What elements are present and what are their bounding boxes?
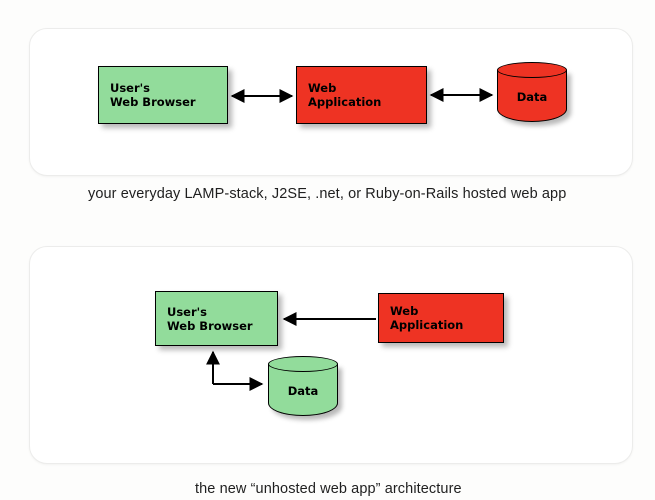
node-data-top: Data [497, 62, 567, 130]
cylinder-body-icon [497, 70, 567, 122]
node-data-bottom-label: Data [287, 384, 319, 398]
node-webapp-bottom: Web Application [378, 293, 504, 343]
cylinder-body-icon [268, 364, 338, 416]
caption-unhosted-architecture: the new “unhosted web app” architecture [195, 481, 462, 497]
cylinder-top-ellipse-icon [268, 356, 338, 372]
panel-unhosted-architecture [29, 246, 633, 464]
node-browser-bottom: User's Web Browser [155, 291, 278, 346]
node-data-bottom: Data [268, 356, 338, 424]
node-webapp-bottom-label: Web Application [390, 304, 464, 332]
caption-hosted-architecture: your everyday LAMP-stack, J2SE, .net, or… [88, 186, 567, 202]
node-browser-bottom-label: User's Web Browser [167, 304, 253, 333]
node-data-top-label: Data [516, 90, 548, 104]
node-browser-top-label: User's Web Browser [110, 81, 196, 109]
node-webapp-top-label: Web Application [308, 81, 382, 109]
node-webapp-top: Web Application [296, 66, 427, 124]
node-browser-top: User's Web Browser [98, 66, 228, 124]
cylinder-top-ellipse-icon [497, 62, 567, 78]
